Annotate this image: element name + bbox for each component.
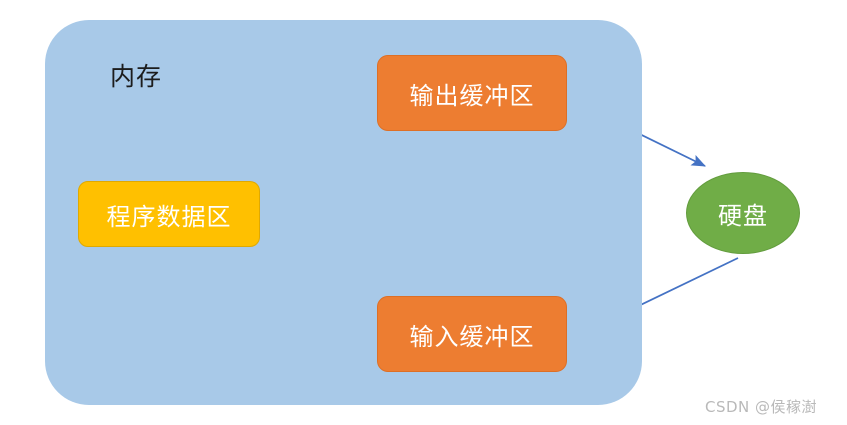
watermark: CSDN @侯稼澍 — [705, 398, 818, 416]
memory-label: 内存 — [110, 62, 163, 91]
node-input-buffer[interactable]: 输入缓冲区 — [377, 296, 567, 372]
node-hard-disk[interactable]: 硬盘 — [686, 172, 800, 254]
node-program-data-area[interactable]: 程序数据区 — [78, 181, 260, 247]
node-output-buffer[interactable]: 输出缓冲区 — [377, 55, 567, 131]
